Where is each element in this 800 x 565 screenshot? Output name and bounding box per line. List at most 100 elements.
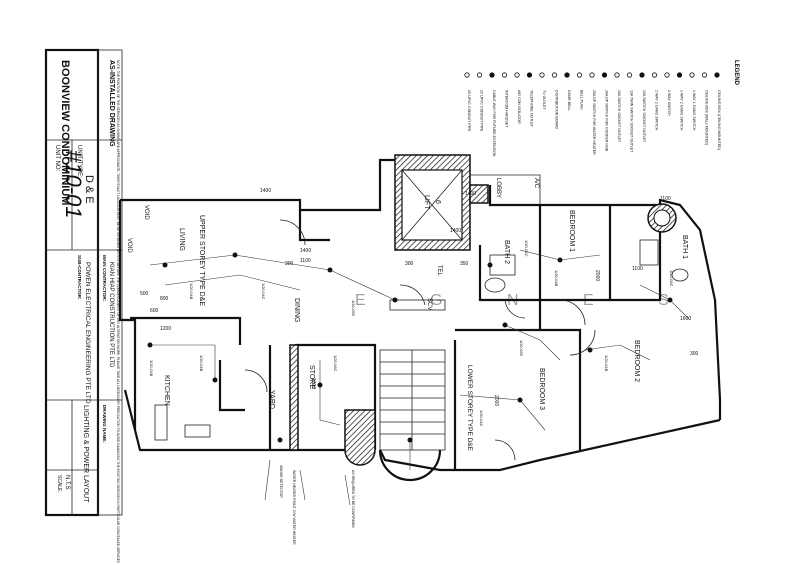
ceiling-light-symbol xyxy=(232,252,238,258)
legend-item: TV OUTLET xyxy=(539,72,546,111)
circuit-tag: 1/20-06C xyxy=(669,270,674,287)
floor-plan: LIFT 6 xyxy=(118,154,722,545)
circuit-tag: 1/20-06C xyxy=(351,300,356,317)
ceiling-light-symbol xyxy=(212,377,218,383)
tv-symbol xyxy=(539,72,545,78)
dimension-text: 2000 xyxy=(493,395,499,406)
legend-label: 20A DP SWITCH FOR WATER HEATER xyxy=(592,90,596,155)
room-lower-storey: LOWER STOREY TYPE D&E xyxy=(466,365,473,452)
sub-contractor-value: POWEN ELECTRICAL ENGINEERING PTE LTD xyxy=(84,262,91,404)
dimension-text: 300 xyxy=(405,261,414,267)
dimension-text: 1100 xyxy=(632,266,643,272)
room-bedroom-1: BEDROOM 1 xyxy=(568,210,575,252)
circuit-tag: 1/20-04B xyxy=(604,355,609,372)
dimension-text: 1400 xyxy=(450,228,461,234)
switch-symbol xyxy=(676,72,683,78)
dimension-text: 1100 xyxy=(300,258,311,264)
scale-label: SCALE: xyxy=(56,475,62,493)
room-bath-2: BATH 2 xyxy=(503,240,510,264)
dimension-text: 1400 xyxy=(300,248,311,254)
dimension-text: 1200 xyxy=(310,378,316,389)
circuit-tag: 1/20-04C xyxy=(261,283,266,300)
room-bedroom-2: BEDROOM 2 xyxy=(633,340,640,382)
as-installed-note-text: NOTE: THE POSITION OF THE SERVICES AS SH… xyxy=(116,60,120,563)
smoke-note: SMOKE DETECTOR xyxy=(279,465,283,498)
room-upper-storey: UPPER STOREY TYPE D&E xyxy=(198,215,205,306)
dimension-text: 1100 xyxy=(660,196,671,202)
legend-label: 1 WAY 1 GANG SWITCH xyxy=(692,90,696,131)
legend-label: INTERCOM HANDSET xyxy=(505,90,509,128)
legend-item: CABLE WAY FOR FUTURE EXTENSION xyxy=(489,72,496,157)
room-ac: A/C xyxy=(533,178,539,189)
legend-item: CEILING BOX (CEILING MOUNTED) xyxy=(714,72,721,150)
legend-item: 2 WAY 2 GANG SWITCH xyxy=(651,72,659,131)
room-scv: SCV xyxy=(426,298,432,310)
room-void-2: VOID xyxy=(126,238,132,253)
circuit-tag: 1/20-06C xyxy=(519,340,524,357)
drawing-name-value: LIGHTING & POWER LAYOUT xyxy=(82,405,89,503)
legend-item: 13A TWIN SWITCH SOCKET OUTLET xyxy=(626,72,634,153)
ac-symbol xyxy=(514,72,520,78)
socket-symbol xyxy=(639,72,645,78)
legend-item: BELL PUSH xyxy=(576,72,584,110)
ceiling-light-symbol xyxy=(392,297,398,303)
legend-label: 13A TWIN SWITCH SOCKET OUTLET xyxy=(630,90,634,153)
ceiling-light-symbol xyxy=(277,437,283,443)
as-installed-title: AS-INSTALLED DRAWING xyxy=(108,60,115,147)
legend-label: 1 WAY 2 GANG SWITCH xyxy=(680,90,684,131)
dimension-text: 300 xyxy=(285,261,294,267)
legend-label: BELL PUSH xyxy=(580,90,584,110)
legend-label: 15A SWITCH SOCKET OUTLET xyxy=(617,90,621,143)
meter-note-1: WATER HEATER POINT C/W WATER HEATER xyxy=(292,470,296,545)
legend-item: 2 WAY SWITCH xyxy=(664,72,671,116)
room-bedroom-3: BEDROOM 3 xyxy=(538,368,545,410)
project-title: BOONVIEW CONDOMINIUM xyxy=(59,60,71,205)
legend-item: 20 UPVC CONDUIT PIPE xyxy=(476,72,484,132)
dimension-text: 600 xyxy=(150,308,159,314)
legend: LEGEND CEILING BOX (CEILING MOUNTED) CEIL… xyxy=(464,60,739,157)
legend-item: INTERCOM HANDSET xyxy=(501,72,509,128)
legend-item: AIR CON ISOLATOR xyxy=(514,72,521,124)
legend-label: TELEPHONE OUTLET xyxy=(530,90,534,128)
dimension-text: 800 xyxy=(160,296,169,302)
legend-item: TELEPHONE OUTLET xyxy=(526,72,534,128)
meter-note-2: AS REQUIRED TO BE CONFIRMED xyxy=(351,470,355,528)
dimension-text: 1400 xyxy=(465,191,476,197)
room-store: STORE xyxy=(308,365,315,389)
circuit-tags: 1/20-04B 1/20-04C 1/20-06C 1/20-04B 1/20… xyxy=(149,240,674,427)
legend-item: 13A SWITCH SOCKET OUTLET xyxy=(639,72,646,143)
room-tel: TEL xyxy=(436,265,442,277)
main-contractor-label: MAIN CONTRACTOR: xyxy=(102,255,107,302)
wall-light-symbol xyxy=(701,72,708,78)
room-void-1: VOID xyxy=(143,205,149,220)
legend-item: 1 WAY 1 GANG SWITCH xyxy=(689,72,696,131)
legend-label: CEILING BOX (WALL MOUNTED) xyxy=(705,90,709,145)
watermark: E G N E S xyxy=(355,292,699,309)
room-living: LIVING xyxy=(178,228,185,251)
legend-item: DOOR BELL xyxy=(564,72,571,111)
circuit-tag: 1/20-06C xyxy=(333,355,338,372)
legend-label: AIR CON ISOLATOR xyxy=(517,90,521,124)
room-yard: YARD xyxy=(268,390,275,409)
ceiling-light-symbol xyxy=(407,437,413,443)
circuit-tag: 1/20-04B xyxy=(199,355,204,372)
dimension-text: 1400 xyxy=(260,188,271,194)
socket-symbol xyxy=(601,72,608,78)
conduit-symbol xyxy=(476,72,483,78)
legend-label: 13A SWITCH SOCKET OUTLET xyxy=(642,90,646,143)
drawing-name-label: DRAWING NAME: xyxy=(102,405,107,443)
legend-heading: LEGEND xyxy=(733,60,739,86)
dimension-annotations: 1400 1400 1400 1100 1100 1200 300 300 35… xyxy=(140,188,699,406)
ceiling-light-symbol xyxy=(147,342,153,348)
room-lobby: LOBBY xyxy=(495,178,501,198)
legend-label: 2 WAY SWITCH xyxy=(667,90,671,116)
as-installed-note: NOTE: THE POSITION OF THE SERVICES AS SH… xyxy=(116,60,120,563)
legend-item: 25 UPVC CONDUIT PIPE xyxy=(464,72,471,132)
lift-number: 6 xyxy=(434,200,441,204)
dimension-text: 500 xyxy=(140,291,149,297)
circuit-tag: 1/20-04B xyxy=(149,360,154,377)
legend-item: CEILING BOX (WALL MOUNTED) xyxy=(701,72,709,145)
intercom-symbol xyxy=(501,72,508,78)
cable-symbol xyxy=(489,72,495,78)
